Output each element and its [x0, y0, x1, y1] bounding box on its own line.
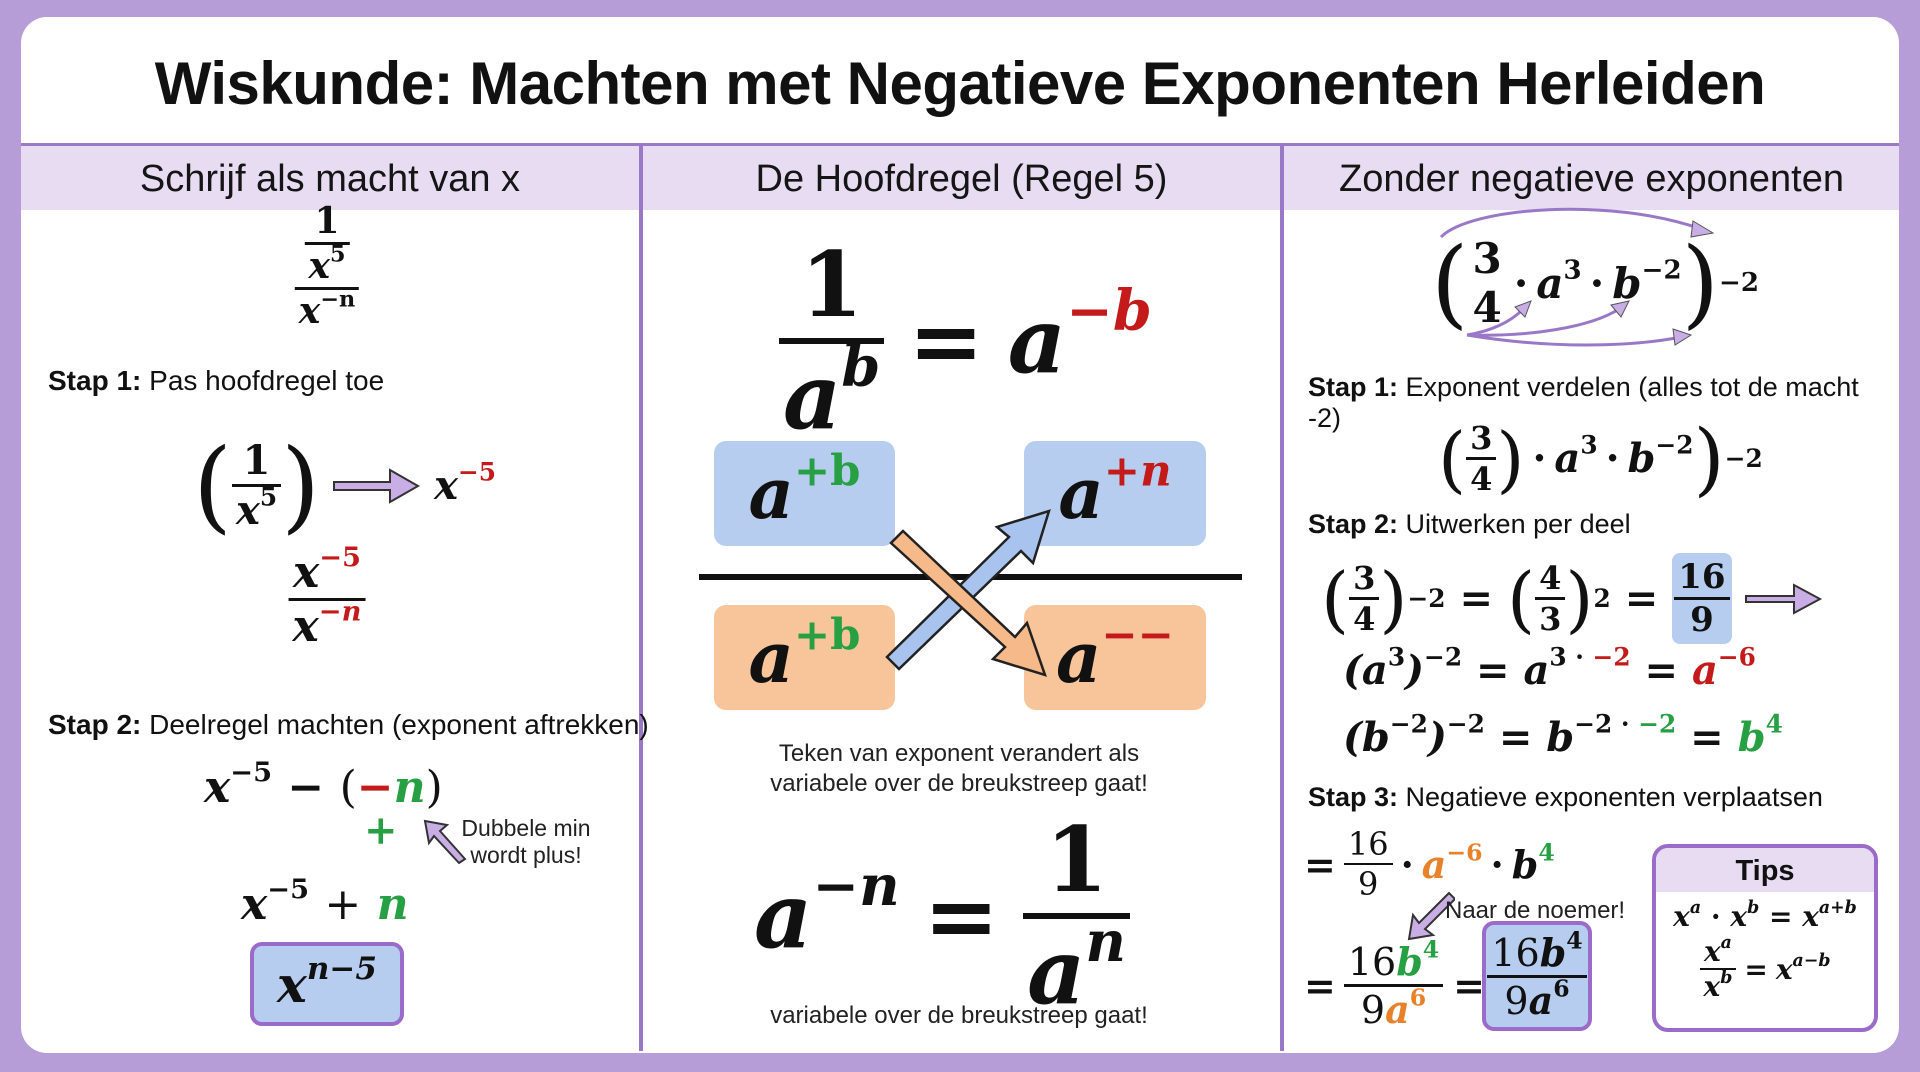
arrow-right-icon — [1744, 582, 1822, 615]
box-top-left: a+b — [714, 441, 895, 546]
caption-repeat: variabele over de breukstreep gaat! — [770, 1002, 1148, 1029]
left-subtraction-expression: x−5 − (−n) — [204, 756, 443, 813]
left-sum-expression: x−5 + n — [241, 873, 409, 930]
plus-sign: + — [364, 807, 398, 854]
box-top-right: a+n — [1024, 441, 1206, 546]
left-column-header: Schrijf als macht van x — [21, 146, 639, 210]
tips-title: Tips — [1656, 848, 1874, 892]
a-power-row: (a3)−2 = a3 · −2 = a−6 — [1343, 642, 1756, 694]
left-step2-label: Stap 2: Deelregel machten (exponent aftr… — [48, 709, 649, 740]
left-answer-box: xn−5 — [250, 942, 404, 1026]
middle-column-header: De Hoofdregel (Regel 5) — [643, 146, 1280, 210]
column-divider — [1280, 146, 1284, 1051]
page-title: Wiskunde: Machten met Negatieve Exponent… — [154, 50, 1766, 117]
right-step2-label: Stap 2: Uitwerken per deel — [1308, 509, 1631, 539]
b-power-row: (b−2)−2 = b−2 · −2 = b4 — [1343, 709, 1783, 761]
right-step3-label: Stap 3: Negatieve exponenten verplaatsen — [1308, 782, 1823, 812]
to-denominator-note: Naar de noemer! — [1445, 897, 1626, 924]
distribution-arrows-icon — [1439, 207, 1715, 347]
right-column-header: Zonder negatieve exponenten — [1284, 146, 1899, 210]
title-divider — [21, 143, 1899, 147]
arrow-up-left-icon — [423, 819, 467, 865]
left-step1-label: Stap 1: Pas hoofdregel toe — [48, 365, 385, 396]
right-step1-label: Stap 1: Exponent verdelen (alles tot de … — [1308, 372, 1859, 433]
infographic-panel: Wiskunde: Machten met Negatieve Exponent… — [21, 17, 1899, 1053]
box-bottom-left: a+b — [714, 605, 895, 710]
arrow-down-left-icon — [1407, 891, 1455, 941]
tip-product-rule: xa · xb = xa+b — [1673, 897, 1857, 933]
column-divider — [639, 146, 643, 1051]
crossing-arrows-icon — [885, 509, 1051, 677]
box-bottom-right: a−− — [1024, 605, 1206, 710]
arrow-right-icon — [333, 467, 421, 504]
